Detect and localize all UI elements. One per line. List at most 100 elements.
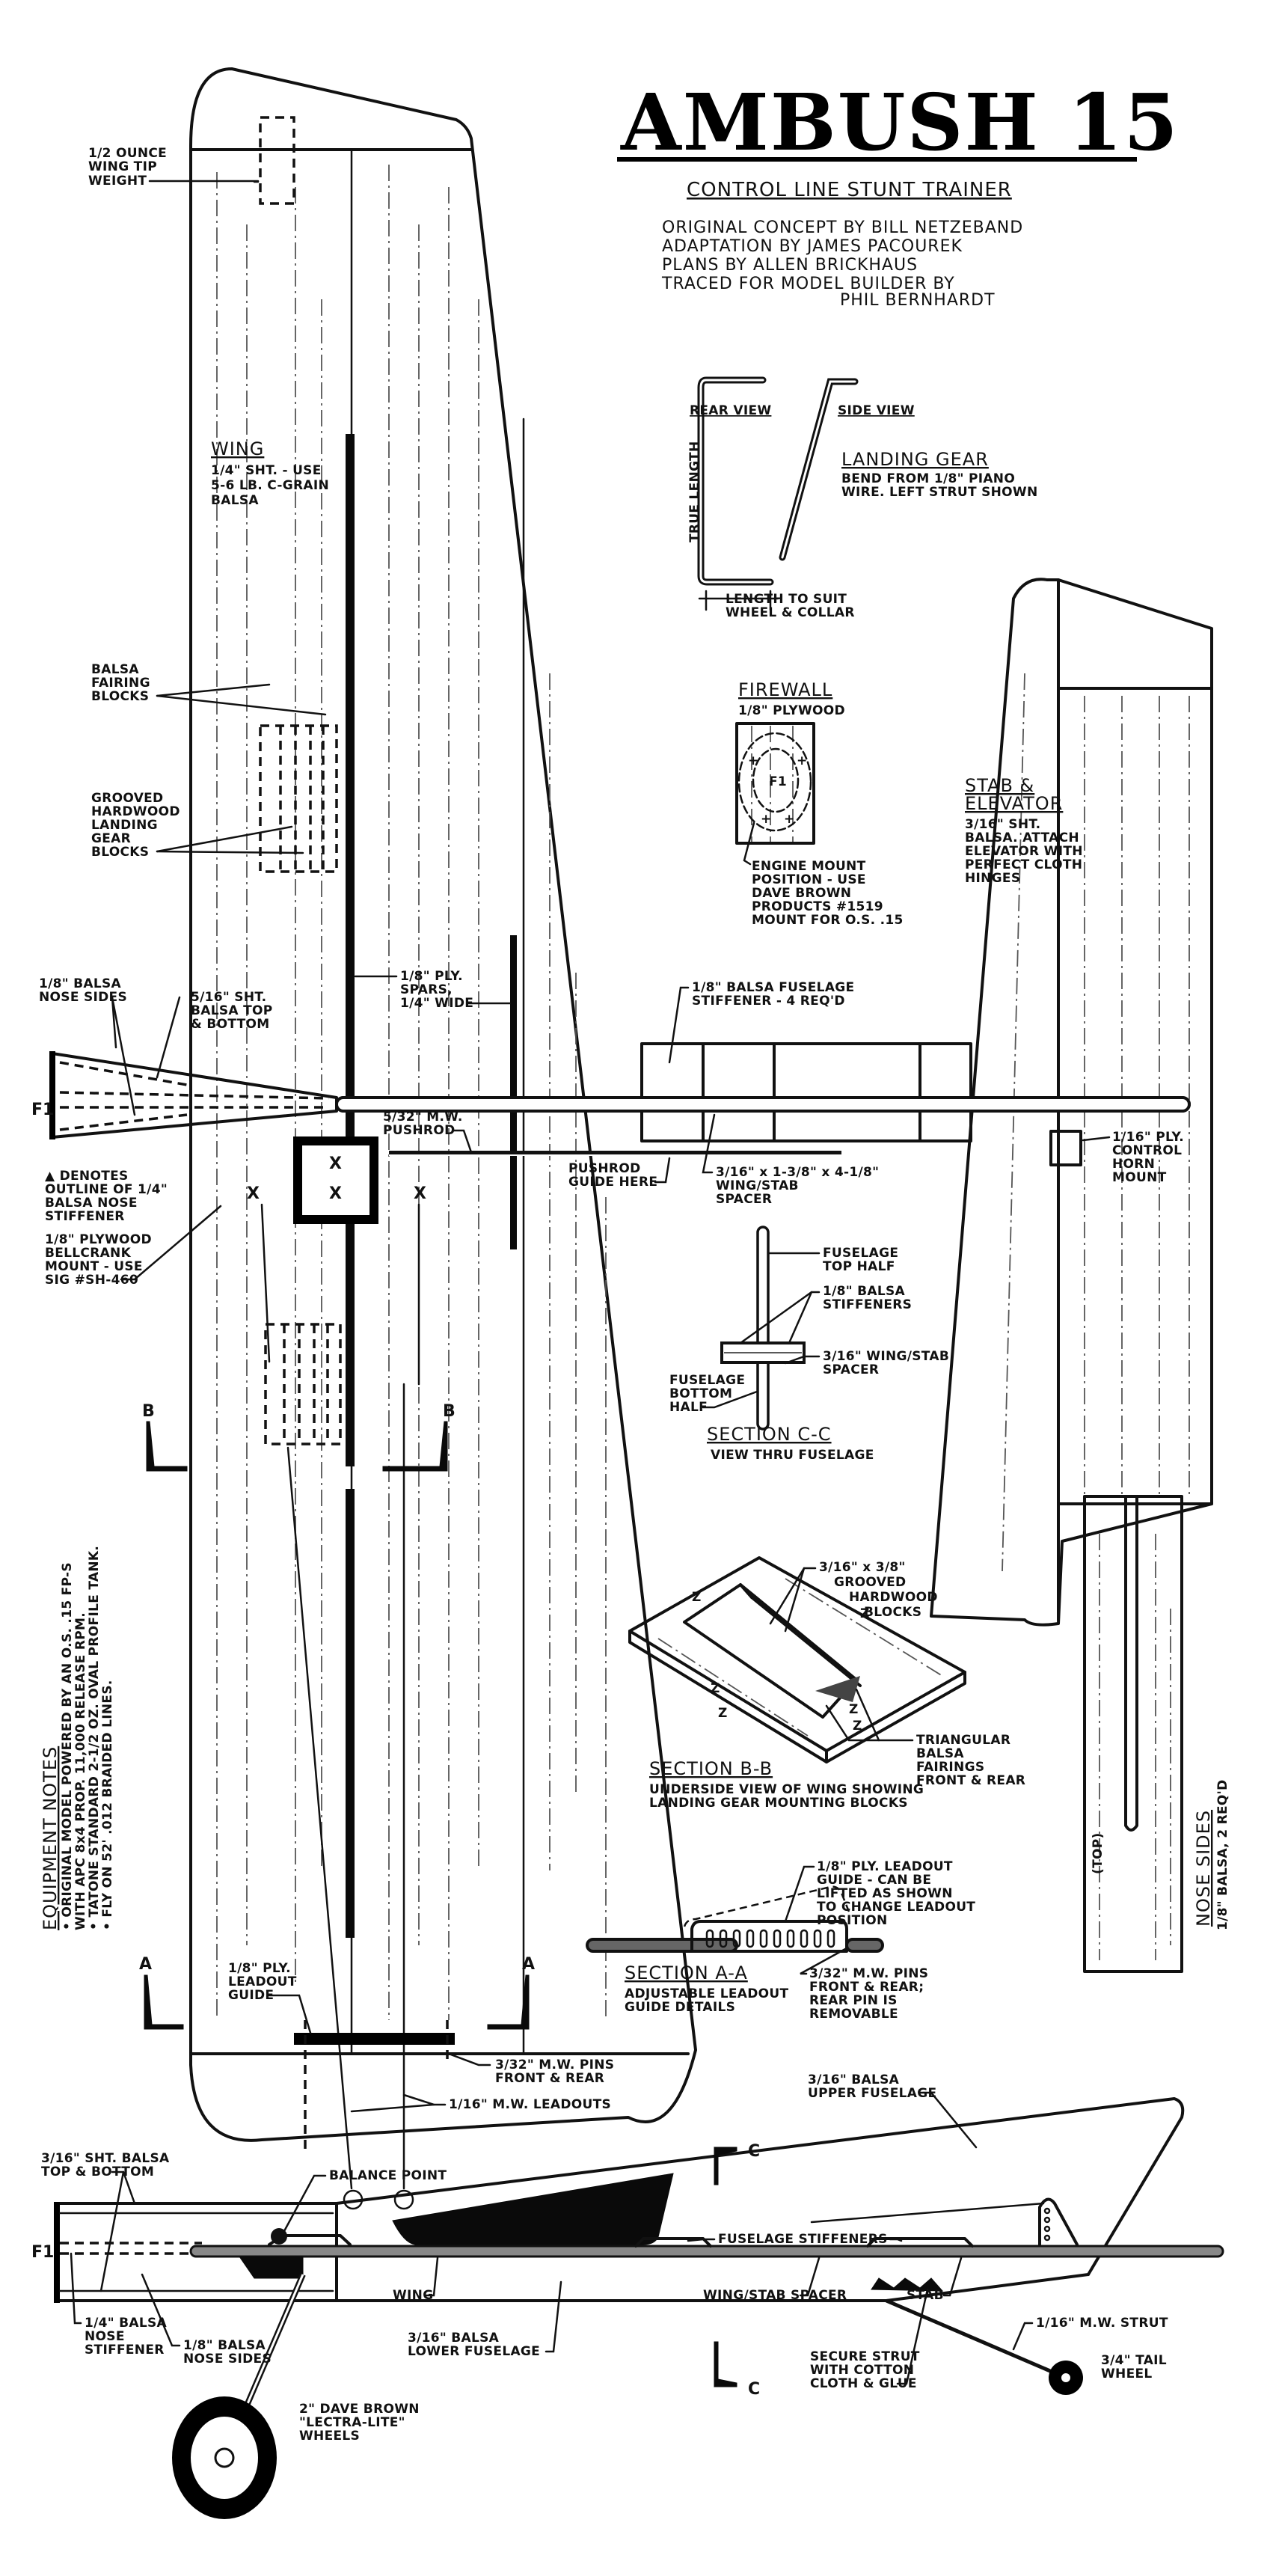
section-aa-sub: ADJUSTABLE LEADOUT	[625, 1986, 788, 2001]
cc-stiffeners-label: 1/8" BALSA	[823, 1284, 906, 1299]
gear-blocks-label: BLOCKS	[91, 845, 149, 860]
fairing-blocks-label: BALSA	[91, 662, 139, 677]
fuselage-side-labels: F1 3/16" SHT. BALSA TOP & BOTTOM BALANCE…	[31, 2072, 1168, 2444]
strut-label: 1/16" M.W. STRUT	[1036, 2316, 1168, 2331]
x-mark: X	[329, 1184, 342, 1203]
stiffener-note: ▲ DENOTES	[45, 1169, 129, 1184]
side-top-bottom-label: TOP & BOTTOM	[41, 2164, 154, 2179]
pins-label: 3/32" M.W. PINS	[495, 2058, 614, 2072]
section-b-mark: B	[443, 1402, 456, 1421]
engine-mount-note: PRODUCTS #1519	[752, 899, 883, 914]
tail-wheel-label: 3/4" TAIL	[1101, 2353, 1167, 2368]
fuselage-side-view: C C	[54, 2097, 1224, 2519]
wheels-label: 2" DAVE BROWN	[299, 2402, 420, 2417]
bellcrank-label: MOUNT - USE	[45, 1259, 143, 1274]
section-bb-sub: UNDERSIDE VIEW OF WING SHOWING	[649, 1782, 924, 1797]
true-length-label: TRUE LENGTH	[687, 441, 702, 542]
stiffener-label: 1/8" BALSA FUSELAGE	[692, 980, 854, 995]
balance-point-label: BALANCE POINT	[329, 2168, 447, 2183]
stiffener-note: OUTLINE OF 1/4"	[45, 1182, 168, 1197]
section-markers: A A B B	[139, 1402, 535, 2030]
z-mark: Z	[849, 1702, 859, 1717]
rear-spar	[510, 935, 517, 1249]
aa-guide-label: GUIDE - CAN BE	[817, 1873, 931, 1888]
pins-label: FRONT & REAR	[495, 2071, 604, 2086]
gear-blocks-label: GROOVED	[91, 791, 163, 806]
stiffener-label: STIFFENER - 4 REQ'D	[692, 994, 845, 1009]
landing-gear-heading: LANDING GEAR	[841, 449, 989, 470]
fairing-blocks-label: FAIRING	[91, 676, 150, 691]
cc-stiffeners-label: STIFFENERS	[823, 1297, 912, 1312]
rear-view-label: REAR VIEW	[690, 403, 771, 418]
section-a-mark: A	[139, 1955, 152, 1974]
pushrod-guide-label: GUIDE HERE	[568, 1175, 657, 1190]
gear-blocks-label: HARDWOOD	[91, 804, 180, 819]
leadout-guide	[294, 2033, 455, 2045]
section-bb-sub: LANDING GEAR MOUNTING BLOCKS	[649, 1796, 908, 1811]
length-note: WHEEL & COLLAR	[726, 605, 855, 620]
wing-note: BALSA	[211, 493, 259, 508]
stiffener-note: STIFFENER	[45, 1209, 125, 1224]
side-stab-label: STAB	[907, 2288, 944, 2303]
equipment-note-line: • FLY ON 52' .012 BRAIDED LINES.	[100, 1680, 115, 1930]
tail-wheel-label: WHEEL	[1101, 2367, 1153, 2381]
cc-top-half-label: TOP HALF	[823, 1259, 895, 1274]
equipment-note-line: • TATONE STANDARD 2-1/2 OZ. OVAL PROFILE…	[87, 1546, 102, 1930]
firewall-f1: F1	[769, 774, 787, 789]
pushrod-label: PUSHROD	[383, 1123, 456, 1138]
nose-sides-part: (TOP) NOSE SIDES 1/8" BALSA, 2 REQ'D	[1083, 1495, 1230, 1973]
gear-blocks-label: GEAR	[91, 831, 131, 846]
horn-mount-label: CONTROL	[1112, 1143, 1182, 1158]
plan-subtitle: CONTROL LINE STUNT TRAINER	[687, 179, 1012, 201]
landing-gear-note: WIRE. LEFT STRUT SHOWN	[841, 485, 1037, 500]
equipment-notes-heading: EQUIPMENT NOTES	[40, 1746, 61, 1930]
lower-fuselage-label: 3/16" BALSA	[408, 2331, 500, 2346]
side-nose-sides-label: 1/8" BALSA	[183, 2338, 266, 2353]
bb-blocks-label: BLOCKS	[864, 1605, 921, 1620]
aa-pins-label: REMOVABLE	[809, 2007, 898, 2022]
nose-sides-label: 1/8" BALSA	[39, 976, 122, 991]
section-cc-sub: VIEW THRU FUSELAGE	[711, 1448, 874, 1463]
spars-label: 1/4" WIDE	[400, 996, 473, 1011]
z-mark: Z	[860, 1606, 870, 1621]
bellcrank-label: BELLCRANK	[45, 1246, 132, 1261]
aa-pins-label: REAR PIN IS	[809, 1993, 898, 2008]
firewall-heading: FIREWALL	[738, 679, 832, 700]
aa-guide-label: LIFTED AS SHOWN	[817, 1886, 953, 1901]
nose-sides-top-label: (TOP)	[1091, 1832, 1105, 1874]
x-mark: X	[329, 1154, 342, 1173]
gear-blocks-label: LANDING	[91, 818, 158, 833]
svg-text:+: +	[784, 812, 795, 827]
aa-guide-label: TO CHANGE LEADOUT	[817, 1900, 975, 1915]
leadout-holes	[705, 1929, 835, 1948]
secure-strut-label: SECURE STRUT	[810, 2349, 920, 2364]
section-aa-detail: 1/8" PLY. LEADOUT GUIDE - CAN BE LIFTED …	[586, 1859, 975, 2022]
equipment-note-line: WITH APC 8x4 PROP. 11,000 RELEASE RPM.	[73, 1612, 88, 1930]
leadout-guide-label: GUIDE	[228, 1988, 274, 2003]
gear-blocks-outline	[259, 724, 342, 1445]
nose-sides-sub: 1/8" BALSA, 2 REQ'D	[1215, 1779, 1230, 1930]
cc-bottom-half-label: FUSELAGE	[669, 1373, 745, 1388]
length-note: LENGTH TO SUIT	[726, 592, 847, 607]
credit-line: PHIL BERNHARDT	[840, 291, 996, 310]
cc-bottom-half-label: HALF	[669, 1400, 708, 1415]
leadout-guide-label: 1/8" PLY.	[228, 1961, 291, 1976]
section-c-mark: C	[748, 2142, 760, 2161]
section-c-mark: C	[748, 2380, 760, 2399]
bellcrank-label: 1/8" PLYWOOD	[45, 1232, 152, 1247]
firewall-material: 1/8" PLYWOOD	[738, 703, 845, 718]
spacer-label: 3/16" x 1-3/8" x 4-1/8"	[716, 1165, 879, 1180]
spacer-label: WING/STAB	[716, 1178, 799, 1193]
svg-text:+: +	[797, 753, 808, 768]
leadouts-label: 1/16" M.W. LEADOUTS	[449, 2097, 611, 2112]
section-aa-heading: SECTION A-A	[625, 1962, 748, 1983]
horn-mount-label: MOUNT	[1112, 1170, 1167, 1185]
section-aa-sub: GUIDE DETAILS	[625, 2000, 735, 2015]
top-bottom-label: BALSA TOP	[191, 1003, 272, 1018]
engine-mount-note: POSITION - USE	[752, 872, 866, 887]
side-spacer-label: WING/STAB SPACER	[703, 2288, 847, 2303]
cc-spacer-label: SPACER	[823, 1362, 879, 1377]
stiffener-note: BALSA NOSE	[45, 1196, 138, 1211]
credit-line: ADAPTATION BY JAMES PACOUREK	[662, 237, 963, 256]
engine-mount-note: ENGINE MOUNT	[752, 859, 866, 874]
